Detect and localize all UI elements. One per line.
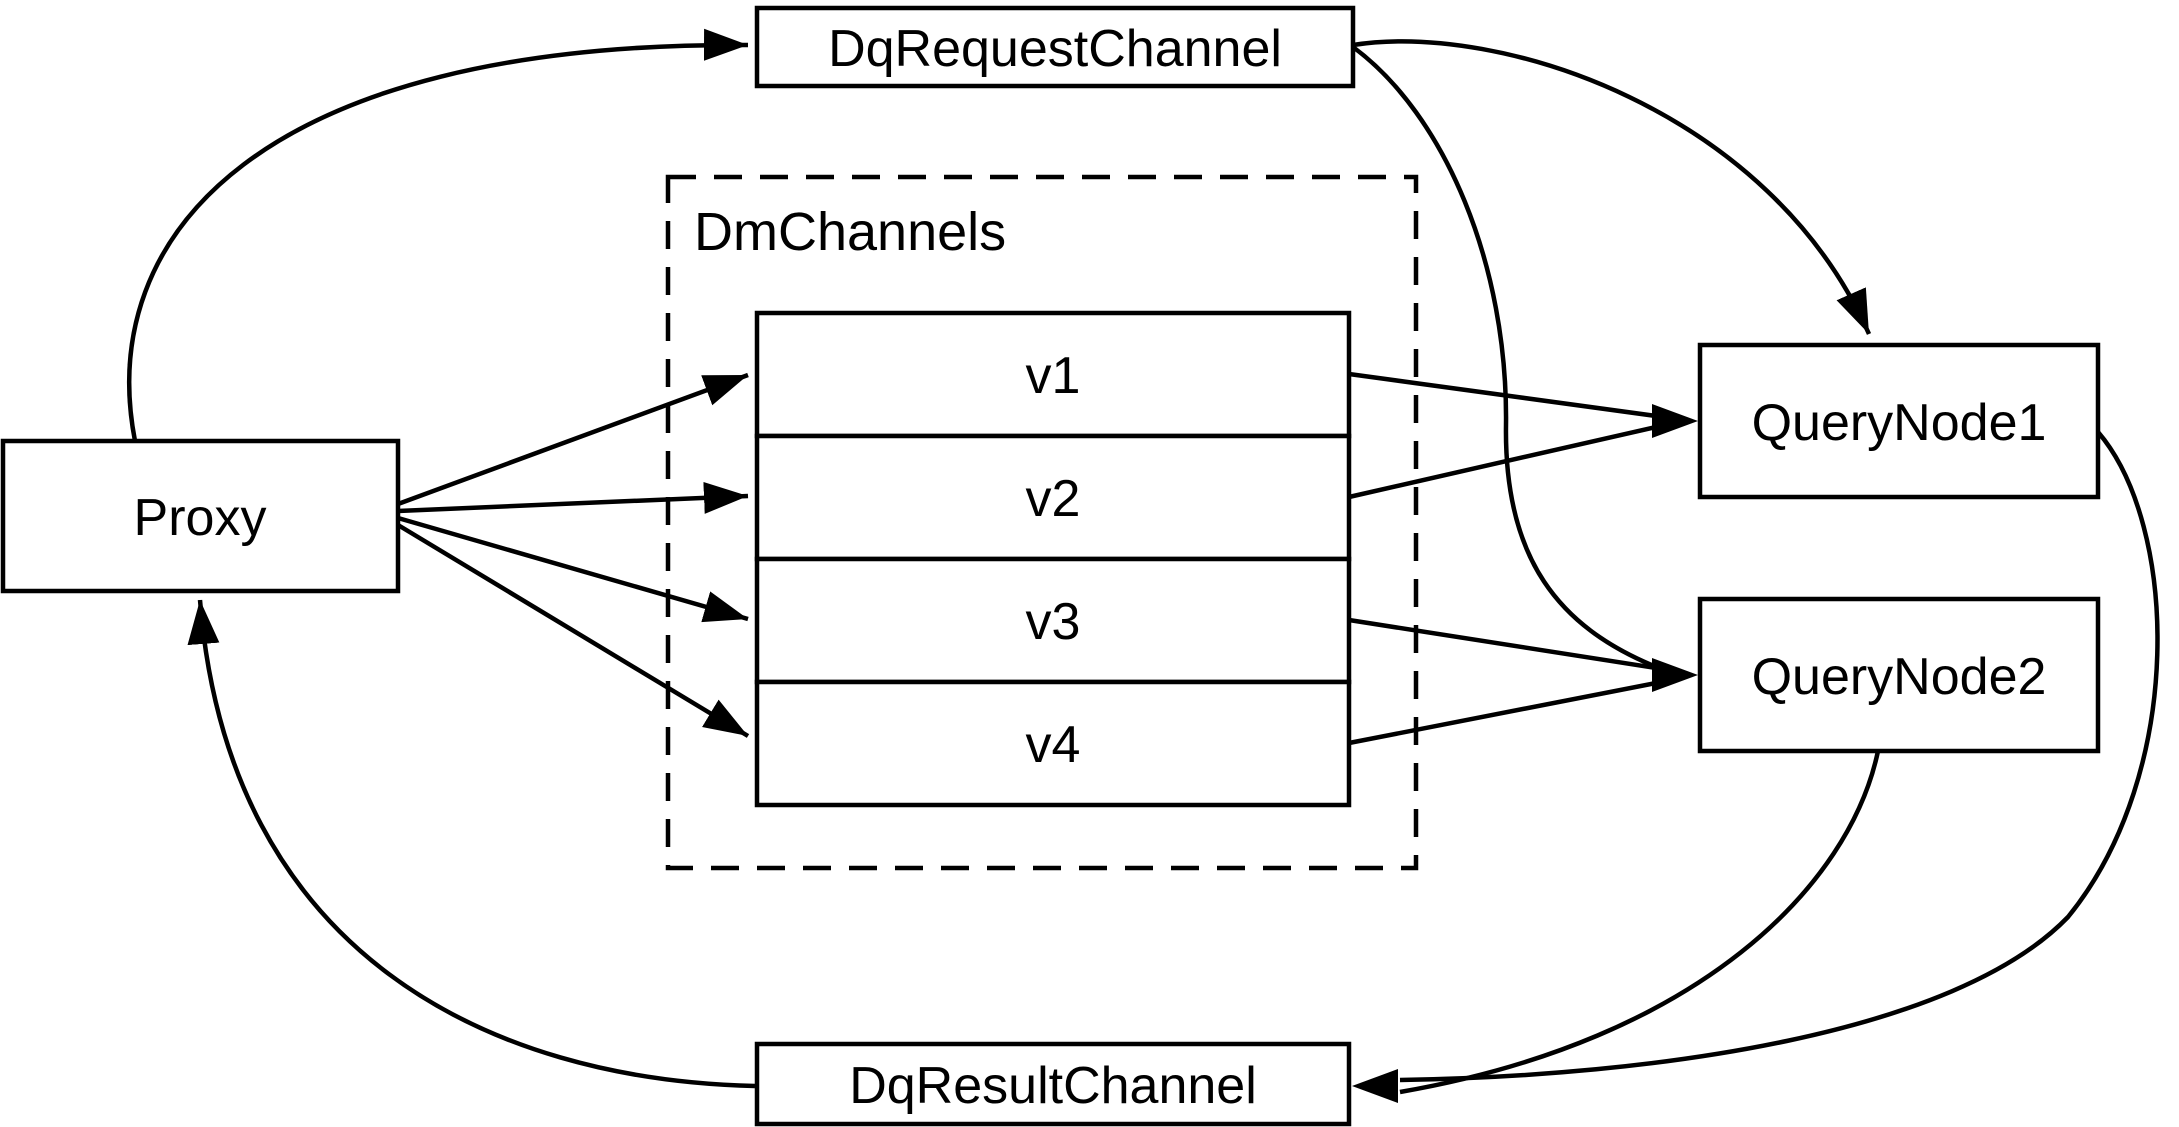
dm-channels-group-label: DmChannels xyxy=(694,202,1006,262)
edge-proxy-to-v2 xyxy=(397,481,749,514)
edge-proxy-to-v3 xyxy=(397,515,749,623)
channel-v4-box xyxy=(754,679,1352,808)
channel-v3-label: v3 xyxy=(1026,593,1081,651)
edge-query-node-2-to-dq-result-channel xyxy=(1399,750,1881,1095)
edge-proxy-to-v4 xyxy=(396,523,750,738)
query-node-2-label: QueryNode2 xyxy=(1752,648,2047,706)
edge-v1-to-query-node-1 xyxy=(1348,371,1657,419)
arrowhead-into-query-node-2 xyxy=(1652,658,1698,692)
edge-dq-result-channel-to-proxy xyxy=(187,599,756,1089)
edge-query-node-1-to-dq-result-channel xyxy=(1399,430,2160,1083)
edge-v3-to-query-node-2 xyxy=(1348,617,1657,671)
dq-result-channel-box xyxy=(754,1041,1352,1127)
edge-dq-request-channel-to-query-node-1 xyxy=(1352,39,1872,335)
channel-v2-box xyxy=(754,433,1352,562)
edge-proxy-to-dq-request-channel xyxy=(127,28,749,442)
edge-v2-to-query-node-1 xyxy=(1348,424,1657,500)
query-node-2-box xyxy=(1697,596,2101,754)
edge-v4-to-query-node-2 xyxy=(1348,680,1657,746)
edge-proxy-to-v1 xyxy=(397,372,749,507)
edges xyxy=(127,28,2160,1103)
query-node-1-label: QueryNode1 xyxy=(1752,394,2047,452)
edge-dq-request-channel-to-query-node-2 xyxy=(1351,45,1655,669)
proxy-label: Proxy xyxy=(134,489,267,547)
dq-request-channel-box xyxy=(754,5,1356,89)
channel-v1-label: v1 xyxy=(1026,347,1081,405)
nodes: v1 v2 v3 v4 Proxy DqRequestChannel Query… xyxy=(0,5,2101,1127)
channel-v1-box xyxy=(754,310,1352,439)
dm-channels-group-box xyxy=(665,174,1419,871)
proxy-box xyxy=(0,438,401,594)
query-node-1-box xyxy=(1697,342,2101,500)
arrowhead-into-query-node-1 xyxy=(1652,404,1698,438)
dq-result-channel-label: DqResultChannel xyxy=(849,1057,1257,1115)
channel-v3-box xyxy=(754,556,1352,685)
channel-v4-label: v4 xyxy=(1026,716,1081,774)
arrowhead-into-dq-result-channel xyxy=(1352,1069,1398,1103)
channel-v2-label: v2 xyxy=(1026,470,1081,528)
dq-request-channel-label: DqRequestChannel xyxy=(828,20,1282,78)
